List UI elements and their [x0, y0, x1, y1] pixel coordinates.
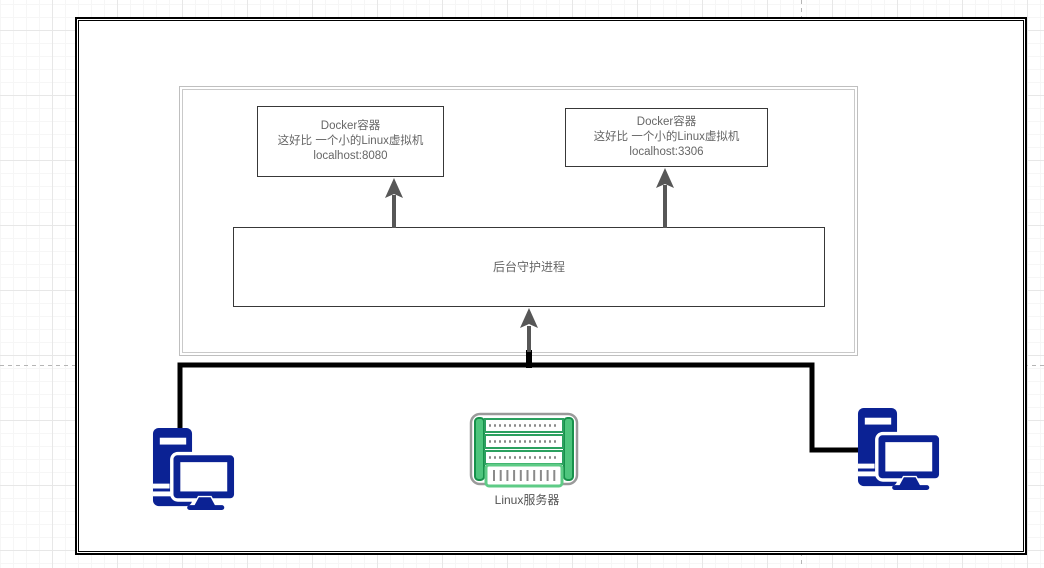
- pc-tower-stripe: [857, 463, 875, 469]
- linux-server-label: Linux服务器: [494, 493, 560, 507]
- docker-container-2-address: localhost:3306: [629, 146, 704, 158]
- linux-server-icon[interactable]: [468, 410, 580, 492]
- pc-stand-base: [892, 485, 930, 490]
- pc-stand-base: [187, 505, 225, 510]
- server-rail-left: [474, 417, 485, 481]
- docker-container-1-box[interactable]: Docker容器 这好比 一个小的Linux虚拟机 localhost:8080: [257, 106, 444, 177]
- pc-tower-stripe: [152, 491, 178, 497]
- pc-screen: [180, 462, 228, 492]
- docker-container-2-subtitle: 这好比 一个小的Linux虚拟机: [593, 131, 740, 143]
- daemon-process-box[interactable]: 后台守护进程: [233, 227, 825, 307]
- pc-screen: [885, 442, 933, 472]
- pc-tower-slot: [864, 417, 892, 425]
- pc-tower-slot: [159, 437, 187, 445]
- daemon-process-label: 后台守护进程: [492, 259, 565, 274]
- docker-container-1-subtitle: 这好比 一个小的Linux虚拟机: [277, 135, 424, 147]
- docker-container-1-title: Docker容器: [320, 120, 381, 132]
- server-rail-right: [563, 417, 574, 481]
- server-vent-panel: [484, 463, 564, 488]
- pc-icon-right[interactable]: [855, 406, 943, 490]
- docker-container-2-title: Docker容器: [636, 116, 697, 128]
- pc-tower-stripe: [152, 483, 170, 489]
- pc-icon-left[interactable]: [150, 426, 238, 510]
- docker-container-2-box[interactable]: Docker容器 这好比 一个小的Linux虚拟机 localhost:3306: [565, 108, 768, 167]
- docker-container-1-address: localhost:8080: [313, 150, 388, 162]
- pc-tower-stripe: [857, 471, 883, 477]
- server-drive-rows: [484, 418, 564, 465]
